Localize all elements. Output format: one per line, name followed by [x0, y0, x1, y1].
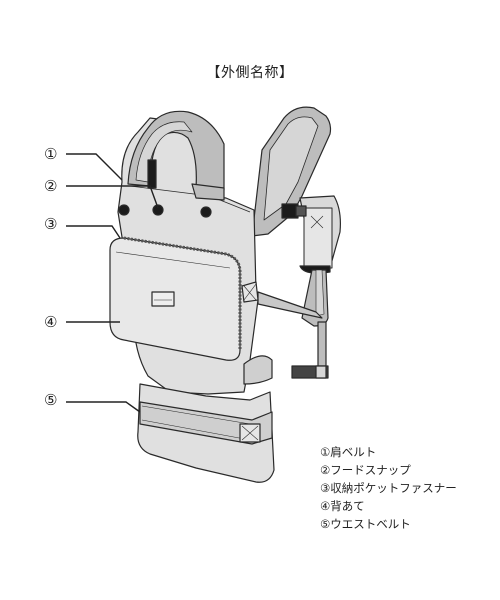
callout-4: ④	[44, 313, 58, 331]
leader-lines	[66, 153, 159, 413]
parts-legend: ①肩ベルト ②フードスナップ ③収納ポケットファスナー ④背あて ⑤ウエストベル…	[320, 443, 457, 533]
leader-line-2	[66, 185, 159, 209]
diagram-title: 【外側名称】	[206, 65, 294, 81]
left-shoulder-belt	[127, 110, 225, 201]
legend-item-hood-snap: ②フードスナップ	[320, 463, 411, 477]
callout-1: ①	[44, 145, 58, 163]
legend-item-pocket-zipper: ③収納ポケットファスナー	[320, 481, 457, 495]
legend-item-back-panel: ④背あて	[320, 499, 365, 513]
legend-item-shoulder-belt: ①肩ベルト	[320, 445, 377, 459]
callout-5: ⑤	[44, 391, 58, 409]
callout-3: ③	[44, 215, 58, 233]
storage-pocket	[109, 236, 242, 361]
legend-item-waist-belt: ⑤ウエストベルト	[320, 517, 411, 531]
leader-line-1	[66, 153, 123, 181]
callout-2: ②	[44, 177, 58, 195]
leader-line-5	[66, 401, 141, 413]
leader-line-3	[66, 225, 121, 239]
right-shoulder-belt	[251, 106, 341, 379]
waist-belt	[137, 355, 275, 483]
